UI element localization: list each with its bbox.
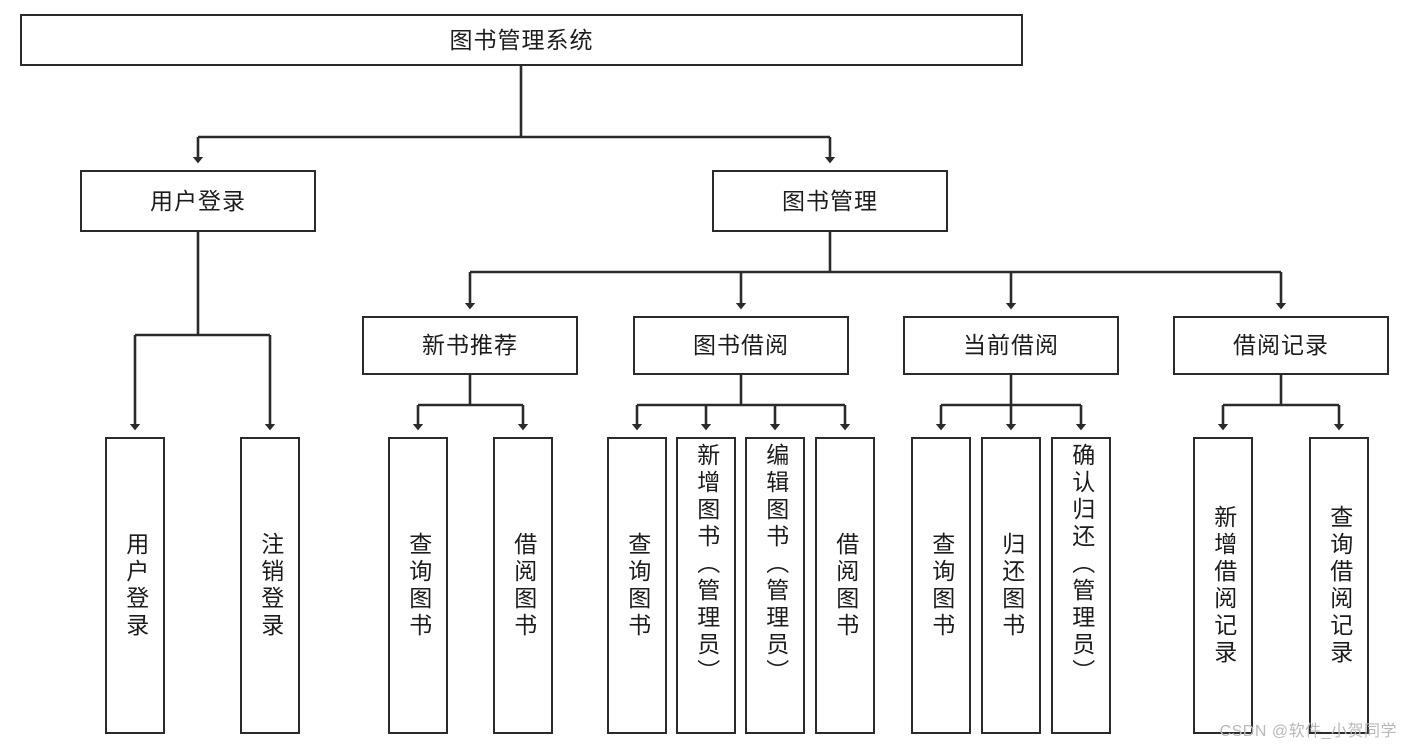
leaf-book-borrow-query[interactable]: 查询图书: [607, 437, 667, 734]
leaf-label: 借阅图书: [510, 531, 537, 640]
leaf-borrow-record-add[interactable]: 新增借阅记录: [1193, 437, 1253, 734]
node-label: 图书管理: [782, 187, 878, 214]
leaf-label: 归还图书: [998, 531, 1025, 640]
leaf-new-book-query[interactable]: 查询图书: [388, 437, 448, 734]
leaf-borrow-record-query[interactable]: 查询借阅记录: [1309, 437, 1369, 734]
node-label: 用户登录: [150, 187, 246, 214]
leaf-current-borrow-return[interactable]: 归还图书: [981, 437, 1041, 734]
leaf-current-borrow-query[interactable]: 查询图书: [911, 437, 971, 734]
leaf-label: 编辑图书（管理员）: [762, 443, 789, 686]
leaf-label: 确认归还（管理员）: [1068, 443, 1095, 686]
leaf-book-borrow-edit[interactable]: 编辑图书（管理员）: [745, 437, 805, 734]
node-root-book-management-system[interactable]: 图书管理系统: [20, 14, 1023, 66]
leaf-label: 新增借阅记录: [1210, 504, 1237, 667]
node-book-borrow[interactable]: 图书借阅: [633, 316, 849, 375]
leaf-label: 新增图书（管理员）: [693, 443, 720, 686]
node-book-management[interactable]: 图书管理: [712, 170, 948, 232]
leaf-label: 用户登录: [122, 531, 149, 640]
node-label: 新书推荐: [422, 332, 518, 359]
node-user-login[interactable]: 用户登录: [80, 170, 316, 232]
node-label: 借阅记录: [1233, 332, 1329, 359]
node-borrow-record[interactable]: 借阅记录: [1173, 316, 1389, 375]
leaf-label: 查询借阅记录: [1326, 504, 1353, 667]
watermark-text: CSDN @软件_小贺同学: [1219, 723, 1397, 740]
leaf-current-borrow-confirm-return[interactable]: 确认归还（管理员）: [1051, 437, 1111, 734]
leaf-label: 查询图书: [405, 531, 432, 640]
leaf-label: 借阅图书: [832, 531, 859, 640]
leaf-user-login-logout[interactable]: 注销登录: [240, 437, 300, 734]
node-current-borrow[interactable]: 当前借阅: [903, 316, 1119, 375]
node-label: 图书借阅: [693, 332, 789, 359]
leaf-label: 查询图书: [624, 531, 651, 640]
node-label: 图书管理系统: [449, 26, 594, 53]
leaf-book-borrow-borrow[interactable]: 借阅图书: [815, 437, 875, 734]
leaf-new-book-borrow[interactable]: 借阅图书: [493, 437, 553, 734]
node-label: 当前借阅: [963, 332, 1059, 359]
leaf-book-borrow-add[interactable]: 新增图书（管理员）: [676, 437, 736, 734]
leaf-label: 查询图书: [928, 531, 955, 640]
leaf-label: 注销登录: [257, 531, 284, 640]
leaf-user-login-login[interactable]: 用户登录: [105, 437, 165, 734]
node-new-book-recommend[interactable]: 新书推荐: [362, 316, 578, 375]
